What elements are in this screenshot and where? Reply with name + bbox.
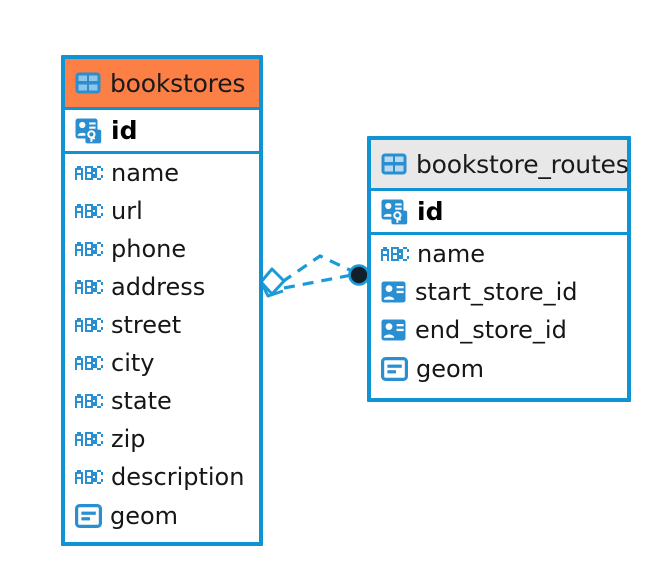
field-row-zip[interactable]: zip	[65, 420, 259, 458]
field-name-label: geom	[416, 355, 485, 383]
field-name-label: zip	[111, 425, 146, 453]
field-name-label: description	[111, 463, 245, 491]
field-name-label: address	[111, 273, 206, 301]
foreign-key-icon	[381, 281, 407, 303]
entity-header-bookstores[interactable]: bookstores	[65, 59, 259, 107]
entity-bookstores[interactable]: bookstores id	[61, 55, 263, 546]
field-name-label: street	[111, 311, 182, 339]
field-row-end-store-id[interactable]: end_store_id	[371, 311, 627, 349]
foreign-key-icon	[381, 319, 407, 341]
field-row-geom[interactable]: geom	[65, 496, 259, 536]
abc-icon	[75, 242, 103, 256]
relationship-branch-upper	[281, 254, 355, 284]
field-row-state[interactable]: state	[65, 382, 259, 420]
field-row-id[interactable]: id	[371, 188, 627, 235]
abc-icon	[75, 470, 103, 484]
field-row-url[interactable]: url	[65, 192, 259, 230]
entity-bookstore-routes[interactable]: bookstore_routes id	[367, 136, 631, 402]
field-name-label: start_store_id	[415, 278, 578, 306]
primary-key-icon	[75, 118, 103, 144]
abc-icon	[75, 356, 103, 370]
field-name-label: phone	[111, 235, 187, 263]
field-row-id[interactable]: id	[65, 107, 259, 154]
field-name-label: end_store_id	[415, 316, 567, 344]
field-name-label: geom	[110, 502, 179, 530]
abc-icon	[75, 166, 103, 180]
abc-icon	[75, 432, 103, 446]
field-name-label: id	[111, 116, 138, 145]
entity-name-label: bookstores	[110, 68, 246, 98]
geometry-icon	[75, 504, 102, 528]
field-name-label: state	[111, 387, 172, 415]
field-name-label: url	[111, 197, 143, 225]
field-name-label: id	[417, 197, 444, 226]
field-row-start-store-id[interactable]: start_store_id	[371, 273, 627, 311]
abc-icon	[75, 318, 103, 332]
abc-icon	[381, 247, 409, 261]
table-icon	[75, 72, 101, 94]
field-row-street[interactable]: street	[65, 306, 259, 344]
primary-key-icon	[381, 199, 409, 225]
field-row-phone[interactable]: phone	[65, 230, 259, 268]
entity-header-bookstore-routes[interactable]: bookstore_routes	[371, 140, 629, 188]
relationship-branch-lower	[283, 273, 353, 290]
field-name-label: name	[417, 240, 486, 268]
field-name-label: city	[111, 349, 155, 377]
field-row-city[interactable]: city	[65, 344, 259, 382]
rhombus-marker-icon	[259, 267, 286, 298]
field-name-label: name	[111, 159, 180, 187]
filled-dot-marker-icon	[348, 264, 370, 286]
field-row-description[interactable]: description	[65, 458, 259, 496]
entity-name-label: bookstore_routes	[416, 149, 629, 179]
abc-icon	[75, 204, 103, 218]
abc-icon	[75, 394, 103, 408]
abc-icon	[75, 280, 103, 294]
table-icon	[381, 153, 407, 175]
field-row-name[interactable]: name	[371, 235, 627, 273]
field-row-name[interactable]: name	[65, 154, 259, 192]
field-row-address[interactable]: address	[65, 268, 259, 306]
field-row-geom[interactable]: geom	[371, 349, 627, 389]
geometry-icon	[381, 357, 408, 381]
